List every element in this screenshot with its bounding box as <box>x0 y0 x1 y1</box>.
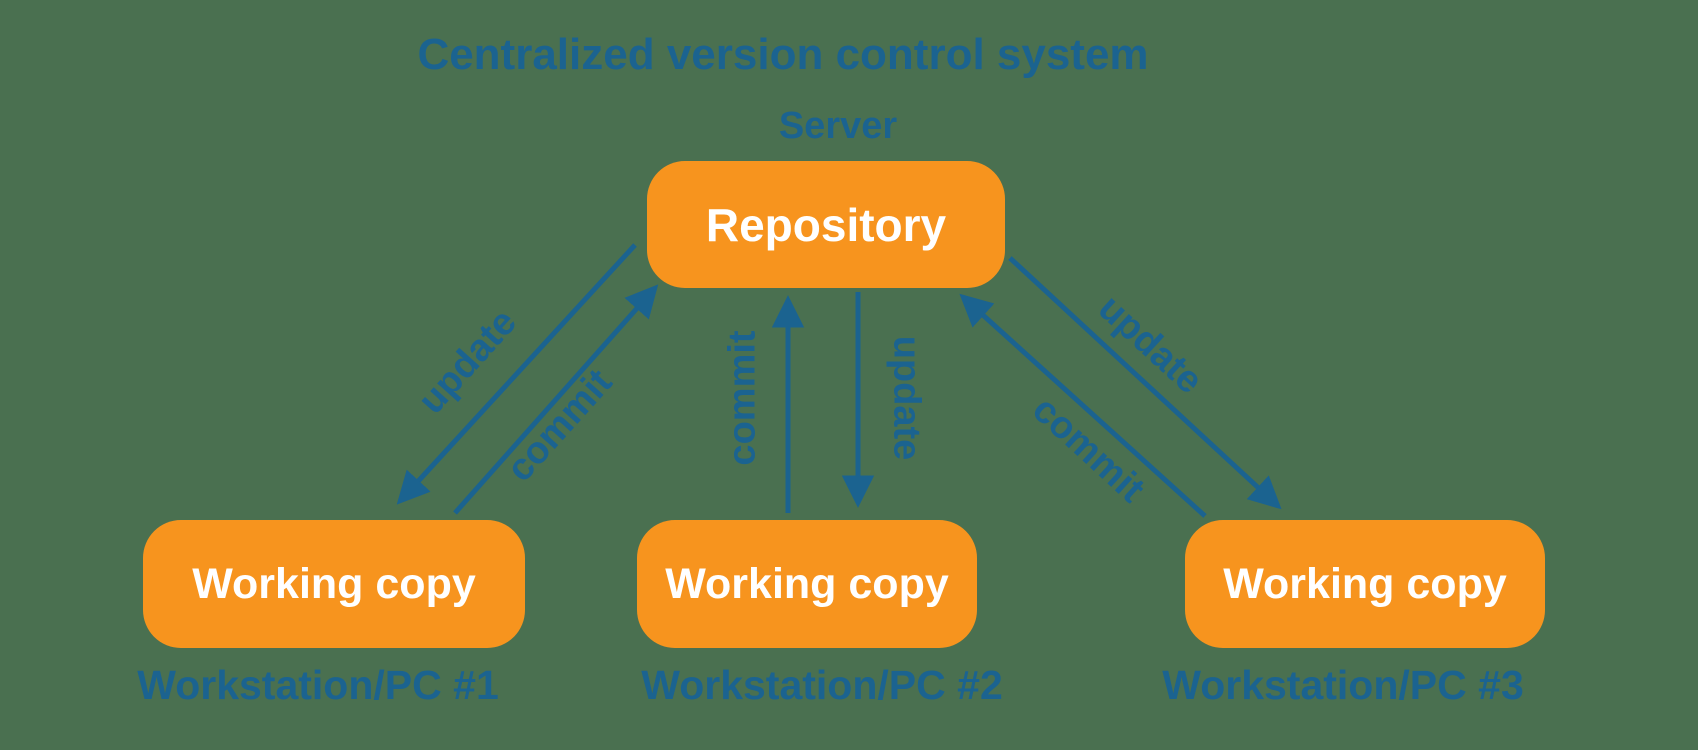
repository-node-label: Repository <box>705 198 947 251</box>
diagram-title: Centralized version control system <box>417 30 1149 79</box>
working-copy-node-1-label: Working copy <box>192 559 476 608</box>
workstation-2-caption: Workstation/PC #2 <box>641 662 1003 708</box>
server-caption: Server <box>778 105 898 147</box>
working-copy-node-1: Working copy <box>143 520 525 648</box>
arrow-update-ws3 <box>1008 256 1282 510</box>
repository-node: Repository <box>647 161 1005 288</box>
workstation-1-caption: Workstation/PC #1 <box>137 662 499 708</box>
working-copy-node-2: Working copy <box>637 520 977 648</box>
working-copy-node-3: Working copy <box>1185 520 1545 648</box>
arrow-update-ws1 <box>396 243 637 505</box>
working-copy-node-2-label: Working copy <box>665 559 949 608</box>
edge-label-update-ws2: update <box>885 335 928 461</box>
arrow-commit-ws3 <box>959 293 1207 518</box>
working-copy-node-3-label: Working copy <box>1223 559 1507 608</box>
arrow-commit-ws1 <box>453 284 659 515</box>
edge-label-commit-ws2: commit <box>721 330 764 466</box>
workstation-3-caption: Workstation/PC #3 <box>1162 662 1524 708</box>
